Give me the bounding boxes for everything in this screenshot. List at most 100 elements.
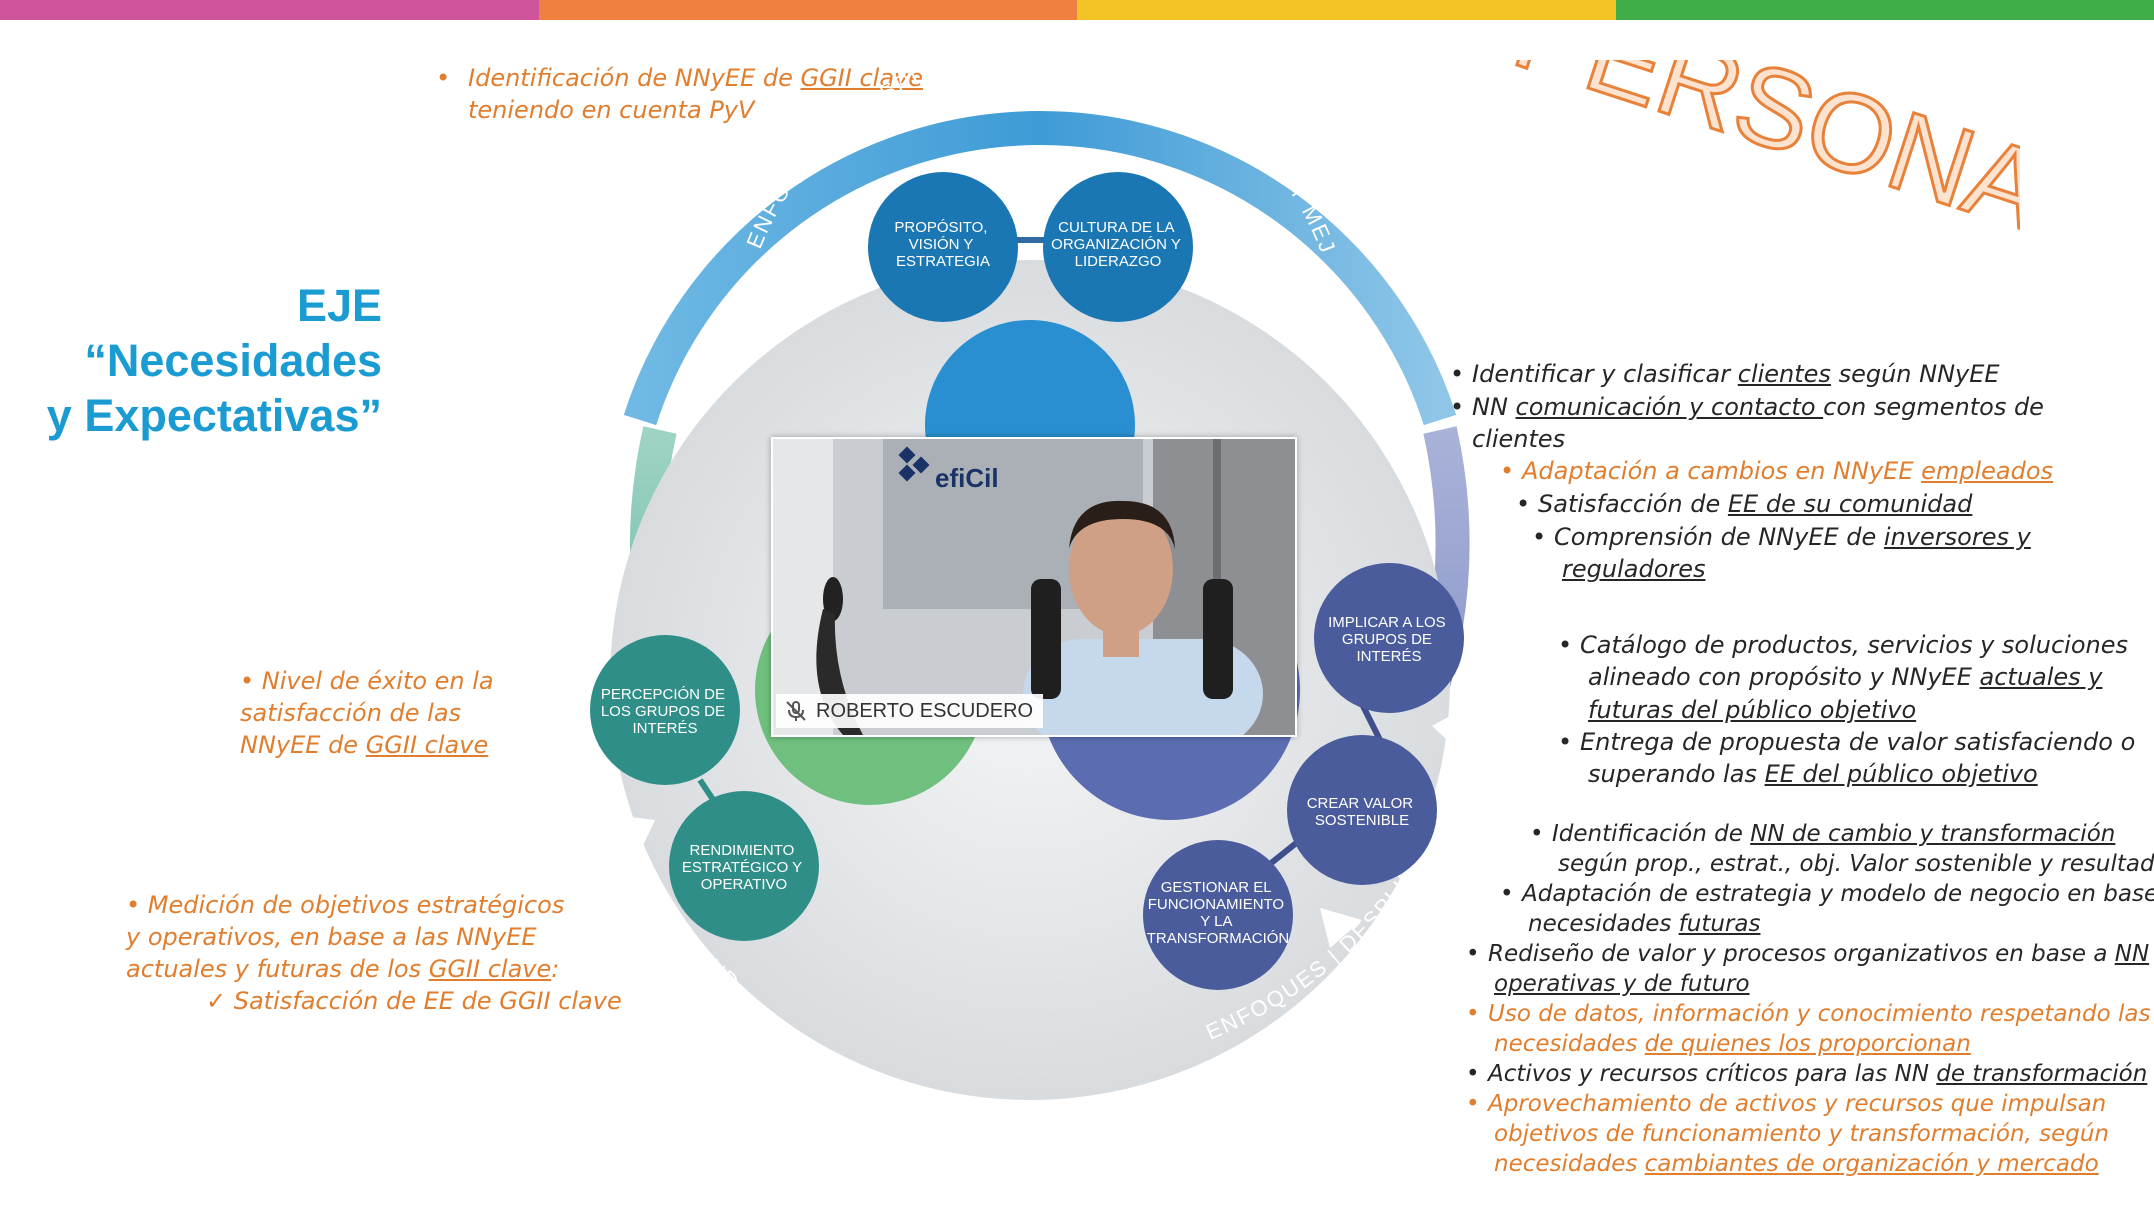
c3-line1: IMPLICAR A LOS bbox=[1328, 614, 1446, 631]
svg-text:RENDIMIENTO ESTRATÉGICO: RENDIMIENTO ESTRATÉGICO Y OPERATIVO bbox=[682, 842, 806, 893]
slide-title: EJE “Necesidades y Expectativas” bbox=[20, 278, 382, 443]
rl-item-6: reguladores bbox=[1562, 555, 1706, 583]
c1-line3: ESTRATEGIA bbox=[896, 253, 990, 270]
note-bottom-line2: y operativos, en base a las NNyEE bbox=[126, 923, 537, 951]
c2-line3: LIDERAZGO bbox=[1075, 253, 1162, 270]
rl-item-10: •Entrega de propuesta de valor satisfaci… bbox=[1558, 728, 2136, 756]
arrow-bottom-right-icon bbox=[1320, 908, 1362, 948]
logo-text: efiCil bbox=[935, 463, 999, 493]
top-bar-segment-orange bbox=[538, 0, 1077, 20]
arrow-top-icon bbox=[1008, 160, 1054, 192]
note-top: •Identificación de NNyEE de GGII clave t… bbox=[436, 64, 924, 124]
svg-text:GESTIONAR EL FUNCIONAMIE: GESTIONAR EL FUNCIONAMIENTO Y LA TRANSFO… bbox=[1147, 879, 1290, 947]
c1-line2: VISIÓN Y bbox=[909, 236, 974, 253]
rl-item-4: •Satisfacción de EE de su comunidad bbox=[1516, 490, 1973, 518]
rl-item-20: •Activos y recursos críticos para las NN… bbox=[1466, 1061, 2148, 1087]
c6-line2: LOS GRUPOS DE bbox=[601, 703, 725, 720]
note-top-line1-u: GGII clave bbox=[800, 64, 924, 92]
c7-line2: ESTRATÉGICO Y bbox=[682, 859, 802, 876]
top-bar-segment-green bbox=[1615, 0, 2154, 20]
ring-top bbox=[623, 111, 1457, 426]
c3-line3: INTERÉS bbox=[1356, 648, 1421, 665]
c2-line2: ORGANIZACIÓN Y bbox=[1051, 236, 1181, 253]
circle-rendimiento: RENDIMIENTO ESTRATÉGICO Y OPERATIVO bbox=[669, 791, 819, 941]
rl-item-0: •Identificar y clasificar clientes según… bbox=[1450, 360, 2000, 388]
person-shirt bbox=[1023, 639, 1263, 735]
participant-name: ROBERTO ESCUDERO bbox=[816, 699, 1034, 722]
participant-nameplate: ROBERTO ESCUDERO bbox=[776, 694, 1044, 728]
c7-line3: OPERATIVO bbox=[701, 876, 787, 893]
rl-item-22: objetivos de funcionamiento y transforma… bbox=[1494, 1121, 2109, 1147]
top-bar-segment-yellow bbox=[1077, 0, 1616, 20]
eficil-logo: efiCil bbox=[898, 446, 999, 493]
note-middle-line3-u: GGII clave bbox=[365, 731, 489, 759]
svg-text:CREAR VALOR SOSTENIBLE: CREAR VALOR SOSTENIBLE bbox=[1307, 795, 1418, 829]
circle-implicar: IMPLICAR A LOS GRUPOS DE INTERÉS bbox=[1314, 563, 1464, 713]
c7-line1: RENDIMIENTO bbox=[690, 842, 795, 859]
rl-item-15: necesidades futuras bbox=[1528, 911, 1761, 937]
c5-line1: GESTIONAR EL bbox=[1161, 879, 1272, 896]
rl-item-8: alineado con propósito y NNyEE actuales … bbox=[1588, 663, 2103, 691]
rl-item-7: •Catálogo de productos, servicios y solu… bbox=[1558, 631, 2129, 659]
rl-item-12: •Identificación de NN de cambio y transf… bbox=[1530, 821, 2116, 847]
rl-item-13: según prop., estrat., obj. Valor sosteni… bbox=[1558, 851, 2154, 877]
rl-item-19: necesidades de quienes los proporcionan bbox=[1494, 1031, 1971, 1057]
rl-item-11: superando las EE del público objetivo bbox=[1588, 760, 2038, 788]
c5-line2: FUNCIONAMIENTO bbox=[1148, 896, 1284, 913]
title-line-3: y Expectativas” bbox=[46, 390, 382, 441]
note-middle: • Nivel de éxito en la satisfacción de l… bbox=[240, 665, 494, 761]
c6-line3: INTERÉS bbox=[632, 720, 697, 737]
video-frame: efiCil bbox=[773, 439, 1295, 735]
note-bottom: • Medición de objetivos estratégicos y o… bbox=[126, 889, 622, 1017]
c5-line3: Y LA bbox=[1200, 913, 1232, 930]
rl-item-9: futuras del público objetivo bbox=[1588, 696, 1917, 724]
title-line-2: “Necesidades bbox=[84, 335, 382, 386]
top-color-bar bbox=[0, 0, 2154, 20]
c3-line2: GRUPOS DE bbox=[1342, 631, 1432, 648]
title-line-1: EJE bbox=[296, 280, 382, 331]
svg-text:PROPÓSITO, VISIÓN Y: PROPÓSITO, VISIÓN Y ESTRATEGIA bbox=[894, 219, 991, 270]
rl-item-14: •Adaptación de estrategia y modelo de ne… bbox=[1500, 881, 2154, 907]
c2-line1: CULTURA DE LA bbox=[1058, 219, 1174, 236]
rl-item-1: •NN comunicación y contacto con segmento… bbox=[1450, 393, 2044, 421]
top-bar-segment-pink bbox=[0, 0, 539, 20]
note-top-line1: Identificación de NNyEE de bbox=[468, 64, 801, 92]
rl-item-21: •Aprovechamiento de activos y recursos q… bbox=[1466, 1091, 2107, 1117]
personas-wordart: PERSONAS bbox=[1499, 60, 2020, 279]
mic-muted-icon[interactable] bbox=[784, 699, 808, 723]
rl-item-18: •Uso de datos, información y conocimient… bbox=[1466, 1001, 2151, 1027]
note-middle-line2: satisfacción de las bbox=[240, 699, 462, 727]
rl-item-2: clientes bbox=[1472, 425, 1566, 453]
circle-percepcion: PERCEPCIÓN DE LOS GRUPOS DE INTERÉS bbox=[590, 635, 740, 785]
circle-crear-valor: CREAR VALOR SOSTENIBLE bbox=[1287, 735, 1437, 885]
rl-item-5: •Comprensión de NNyEE de inversores y bbox=[1532, 523, 2031, 551]
note-top-line2: teniendo en cuenta PyV bbox=[468, 96, 755, 124]
note-middle-line1: • Nivel de éxito en la bbox=[240, 667, 494, 695]
note-middle-line3: NNyEE de bbox=[240, 731, 366, 759]
circle-gestionar: GESTIONAR EL FUNCIONAMIENTO Y LA TRANSFO… bbox=[1143, 840, 1293, 990]
svg-text:IMPLICAR A LOS GRUPOS DE: IMPLICAR A LOS GRUPOS DE INTERÉS bbox=[1328, 614, 1450, 665]
rl-item-17: operativas y de futuro bbox=[1494, 971, 1750, 997]
note-bottom-line3-post: : bbox=[551, 955, 560, 983]
video-tile[interactable]: efiCil bbox=[771, 437, 1297, 737]
arrow-left-icon bbox=[612, 815, 655, 852]
svg-text:CULTURA DE LA ORGANIZACI: CULTURA DE LA ORGANIZACIÓN Y LIDERAZGO bbox=[1051, 219, 1185, 270]
circle-cultura: CULTURA DE LA ORGANIZACIÓN Y LIDERAZGO bbox=[1043, 172, 1193, 322]
c1-line1: PROPÓSITO, bbox=[894, 219, 987, 236]
arrow-right-icon bbox=[1432, 706, 1468, 752]
svg-text:PERCEPCIÓN DE LOS GRUPOS: PERCEPCIÓN DE LOS GRUPOS DE INTERÉS bbox=[601, 686, 729, 737]
person-face bbox=[1069, 503, 1173, 635]
rl-item-3: •Adaptación a cambios en NNyEE empleados bbox=[1500, 457, 2054, 485]
circle-proposito: PROPÓSITO, VISIÓN Y ESTRATEGIA bbox=[868, 172, 1018, 322]
rl-item-23: necesidades cambiantes de organización y… bbox=[1494, 1151, 2099, 1177]
note-bottom-line4: ✓ Satisfacción de EE de GGII clave bbox=[206, 987, 622, 1015]
note-bottom-line3-u: GGII clave bbox=[428, 955, 552, 983]
note-bottom-line3: actuales y futuras de los bbox=[126, 955, 429, 983]
c5-line4: TRANSFORMACIÓN bbox=[1147, 930, 1290, 947]
rl-item-16: •Rediseño de valor y procesos organizati… bbox=[1466, 941, 2150, 967]
c4-line1: CREAR VALOR bbox=[1307, 795, 1414, 812]
c4-line2: SOSTENIBLE bbox=[1315, 812, 1409, 829]
note-bottom-line1: • Medición de objetivos estratégicos bbox=[126, 891, 565, 919]
c6-line1: PERCEPCIÓN DE bbox=[601, 686, 725, 703]
